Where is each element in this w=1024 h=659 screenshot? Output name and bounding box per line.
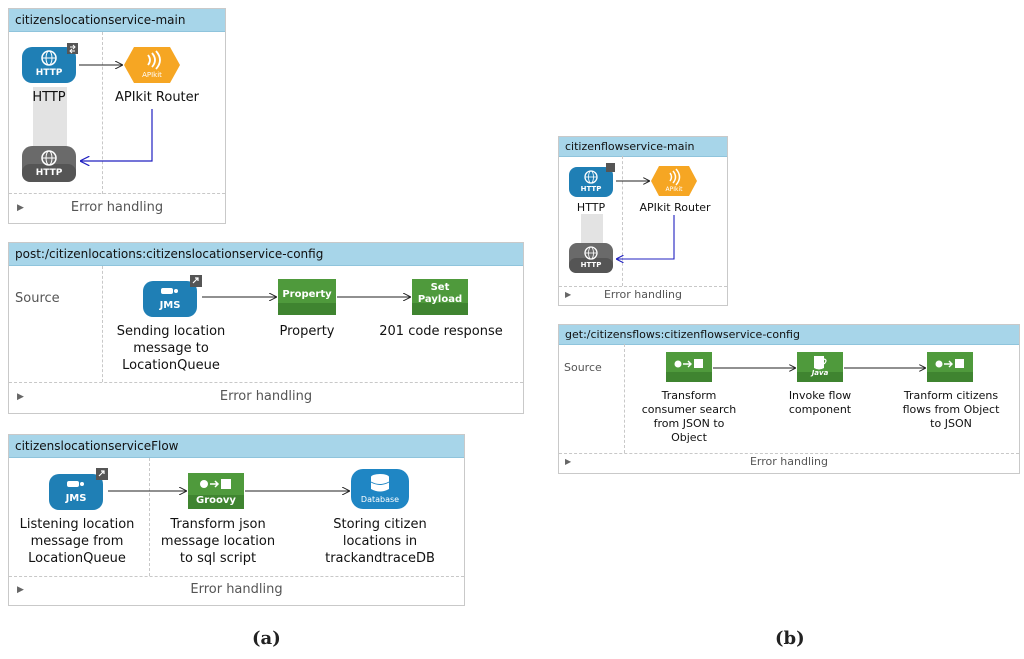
http-icon-text: HTTP <box>35 168 63 178</box>
http-label: HTTP <box>32 90 66 105</box>
caption-b-letter: b <box>783 628 797 649</box>
flow-title: citizenslocationservice-main <box>9 9 225 32</box>
groovy-icon-text: Groovy <box>196 495 236 506</box>
jms-label: Listening location message from Location… <box>19 517 135 566</box>
apikit-router-icon[interactable]: APIkit <box>124 47 180 83</box>
http-icon-text: HTTP <box>35 68 63 78</box>
jms-label: Sending location message to LocationQueu… <box>116 324 226 373</box>
groovy-script-icon[interactable]: Groovy <box>188 473 244 509</box>
transform-object-to-json-label: Tranform citizens flows from Object to J… <box>902 389 1000 430</box>
jms-icon-text: JMS <box>159 300 181 311</box>
property-label: Property <box>279 324 335 339</box>
transform-message-icon[interactable] <box>927 352 973 382</box>
java-icon-text: Java <box>811 369 829 377</box>
caption-a: (a) <box>252 628 281 649</box>
error-handling-section[interactable]: ▶ Error handling <box>9 575 464 605</box>
expand-triangle-icon[interactable]: ▶ <box>17 392 24 402</box>
jms-connector-icon[interactable]: JMS <box>143 275 203 317</box>
http-label: HTTP <box>576 201 606 214</box>
flow-citizenslocationservice-main[interactable]: citizenslocationservice-main HTTP HTTP A… <box>8 8 226 224</box>
http-listener-icon[interactable]: HTTP <box>569 163 615 197</box>
apikit-router-icon[interactable]: APIkit <box>651 166 697 196</box>
http-response-icon[interactable]: HTTP <box>22 146 78 184</box>
flow-get-citizensflows[interactable]: get:/citizensflows:citizenflowservice-co… <box>558 324 1020 474</box>
flow-title: citizenslocationserviceFlow <box>9 435 464 458</box>
transform-json-to-object-label: Transform consumer search from JSON to O… <box>641 389 737 444</box>
http-icon-text: HTTP <box>580 185 602 193</box>
property-icon-text: Property <box>282 289 332 300</box>
jms-icon-text: JMS <box>65 493 87 504</box>
transform-message-icon[interactable] <box>666 352 712 382</box>
source-label: Source <box>564 361 602 374</box>
apikit-router-label: APIkit Router <box>114 90 200 105</box>
apikit-icon-text: APIkit <box>665 186 683 193</box>
apikit-icon-text: APIkit <box>142 71 162 79</box>
set-payload-icon[interactable]: Set Payload <box>412 279 468 315</box>
database-connector-icon[interactable]: Database <box>351 469 409 509</box>
flow-title: citizenflowservice-main <box>559 137 727 157</box>
http-response-icon[interactable]: HTTP <box>569 243 615 275</box>
db-icon-text: Database <box>360 495 400 504</box>
http-listener-icon[interactable]: HTTP <box>22 43 78 83</box>
error-handling-section[interactable]: ▶ Error handling <box>9 381 523 413</box>
flow-title: post:/citizenlocations:citizenslocations… <box>9 243 523 266</box>
flow-citizenslocationserviceFlow[interactable]: citizenslocationserviceFlow JMS Listenin… <box>8 434 465 606</box>
error-handling-label: Error handling <box>219 389 313 404</box>
expand-triangle-icon[interactable]: ▶ <box>565 457 572 466</box>
error-handling-section[interactable]: ▶ Error handling <box>559 451 1019 473</box>
expand-triangle-icon[interactable]: ▶ <box>17 585 24 595</box>
error-handling-label: Error handling <box>190 582 283 597</box>
java-component-icon[interactable]: Java <box>797 352 843 382</box>
db-label: Storing citizen locations in trackandtra… <box>325 517 435 566</box>
expand-triangle-icon[interactable]: ▶ <box>565 290 572 299</box>
error-handling-section[interactable]: ▶ Error handling <box>559 285 727 305</box>
property-transformer-icon[interactable]: Property <box>278 279 336 315</box>
error-handling-label: Error handling <box>603 288 683 301</box>
source-label: Source <box>15 291 60 306</box>
payload-icon-line1: Set <box>430 282 450 293</box>
jms-listener-icon[interactable]: JMS <box>49 468 109 510</box>
payload-label: 201 code response <box>379 324 503 339</box>
expand-triangle-icon[interactable]: ▶ <box>17 203 24 213</box>
http-icon-text: HTTP <box>580 261 602 269</box>
error-handling-label: Error handling <box>70 200 164 215</box>
error-handling-label: Error handling <box>749 455 829 468</box>
flow-title: get:/citizensflows:citizenflowservice-co… <box>559 325 1019 345</box>
flow-citizenflowservice-main[interactable]: citizenflowservice-main HTTP HTTP APIkit… <box>558 136 728 306</box>
error-handling-section[interactable]: ▶ Error handling <box>9 193 225 223</box>
apikit-router-label: APIkit Router <box>639 201 711 214</box>
caption-b: (b) <box>775 628 805 649</box>
groovy-label: Transform json message location to sql s… <box>160 517 276 566</box>
caption-a-letter: a <box>260 628 273 649</box>
payload-icon-line2: Payload <box>417 294 463 305</box>
invoke-flow-component-label: Invoke flow component <box>788 389 852 416</box>
flow-post-citizenlocations[interactable]: post:/citizenlocations:citizenslocations… <box>8 242 524 414</box>
